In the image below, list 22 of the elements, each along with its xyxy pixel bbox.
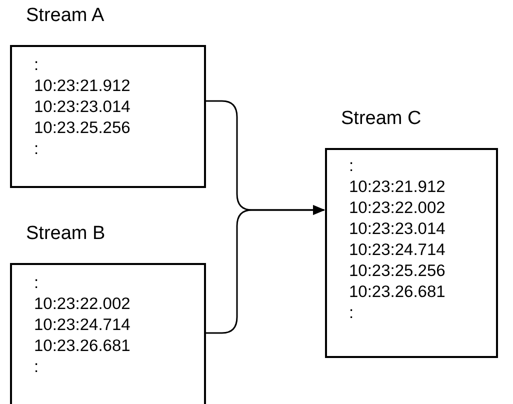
timestamp-text: : xyxy=(34,139,39,160)
timestamp-text: 10:23:23.014 xyxy=(349,219,446,240)
timestamp-text: : xyxy=(349,303,354,324)
timestamp-text: 10:23:25.256 xyxy=(349,261,446,282)
timestamp-text: 10:23:21.912 xyxy=(349,177,446,198)
stream-title: Stream A xyxy=(26,5,104,27)
timestamp-text: : xyxy=(34,357,39,378)
timestamp-text: 10:23:24.714 xyxy=(34,315,130,336)
timestamp-text: 10:23.26.681 xyxy=(34,336,130,357)
timestamp-text: : xyxy=(349,156,354,177)
timestamp-text: 10:23:23.014 xyxy=(34,97,130,118)
timestamp-text: 10:23:22.002 xyxy=(349,198,446,219)
timestamp-text: 10:23:21.912 xyxy=(34,76,130,97)
timestamp-text: 10:23:24.714 xyxy=(349,240,446,261)
timestamp-text: : xyxy=(34,55,39,76)
stream-title: Stream C xyxy=(341,108,422,130)
timestamp-text: 10:23.26.681 xyxy=(349,282,446,303)
stream-title: Stream B xyxy=(26,223,106,245)
timestamp-text: 10:23.25.256 xyxy=(34,118,130,139)
merge-arrow xyxy=(206,205,325,334)
timestamp-text: 10:23:22.002 xyxy=(34,294,130,315)
timestamp-text: : xyxy=(34,273,39,294)
